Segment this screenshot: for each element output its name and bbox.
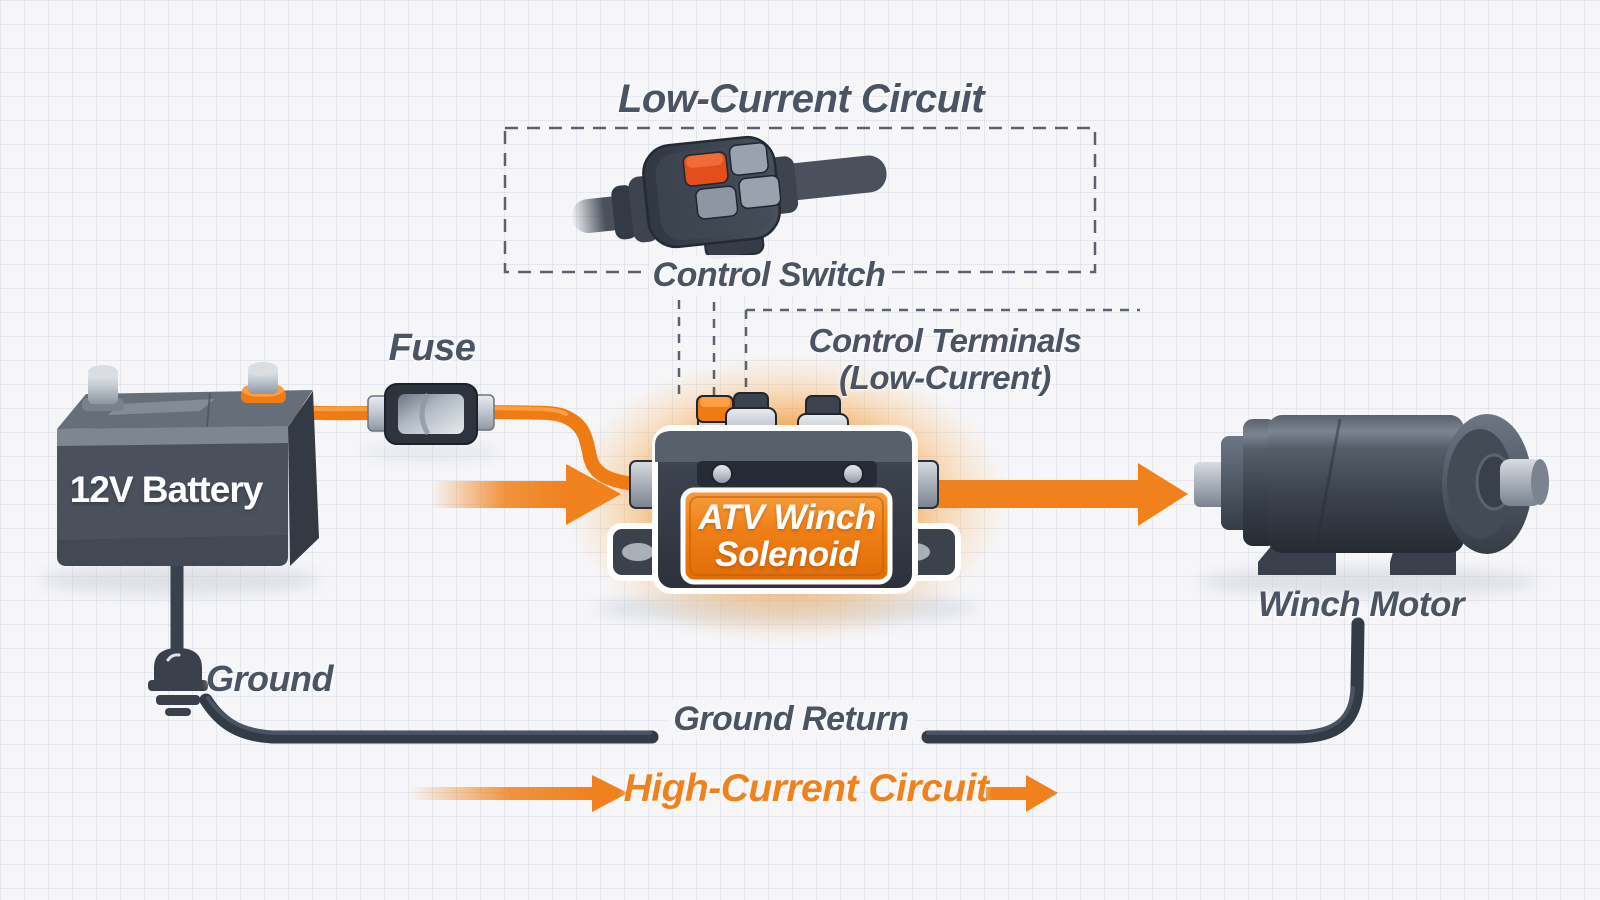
ground-return-wire-left (199, 693, 659, 744)
solenoid-label: ATV Winch Solenoid (690, 499, 884, 573)
control-switch-label: Control Switch (649, 255, 889, 296)
fuse-label: Fuse (388, 327, 476, 369)
dashed-callout-box (503, 126, 1097, 274)
fuse-illustration (367, 383, 495, 445)
control-terminals-label: Control Terminals (Low-Current) (795, 322, 1095, 396)
winch-motor-illustration (1194, 414, 1549, 575)
ground-return-label: Ground Return (666, 700, 916, 739)
control-switch-illustration (571, 135, 887, 260)
ground-return-wire-right (921, 617, 1365, 744)
solenoid-illustration (607, 392, 961, 594)
high-current-circuit-label: High-Current Circuit (623, 767, 989, 810)
flow-arrow-high-current-right (986, 775, 1058, 812)
control-terminals-line1: Control Terminals (808, 322, 1082, 359)
control-terminals-line2: (Low-Current) (839, 359, 1051, 396)
ground-wires (170, 541, 1365, 744)
flow-arrow-high-current-left (408, 775, 628, 812)
flow-arrow-battery-to-solenoid (430, 464, 621, 525)
ground-label: Ground (206, 658, 333, 699)
solenoid-label-line1: ATV Winch (698, 498, 876, 537)
flow-arrow-solenoid-to-motor (936, 463, 1188, 526)
ground-symbol-icon (148, 648, 208, 716)
winch-motor-label: Winch Motor (1257, 585, 1465, 624)
battery-illustration (57, 362, 319, 566)
battery-label: 12V Battery (69, 469, 264, 510)
low-current-circuit-title: Low-Current Circuit (617, 77, 985, 121)
dashed-connector-lines (677, 300, 1140, 399)
solenoid-label-line2: Solenoid (715, 535, 859, 574)
